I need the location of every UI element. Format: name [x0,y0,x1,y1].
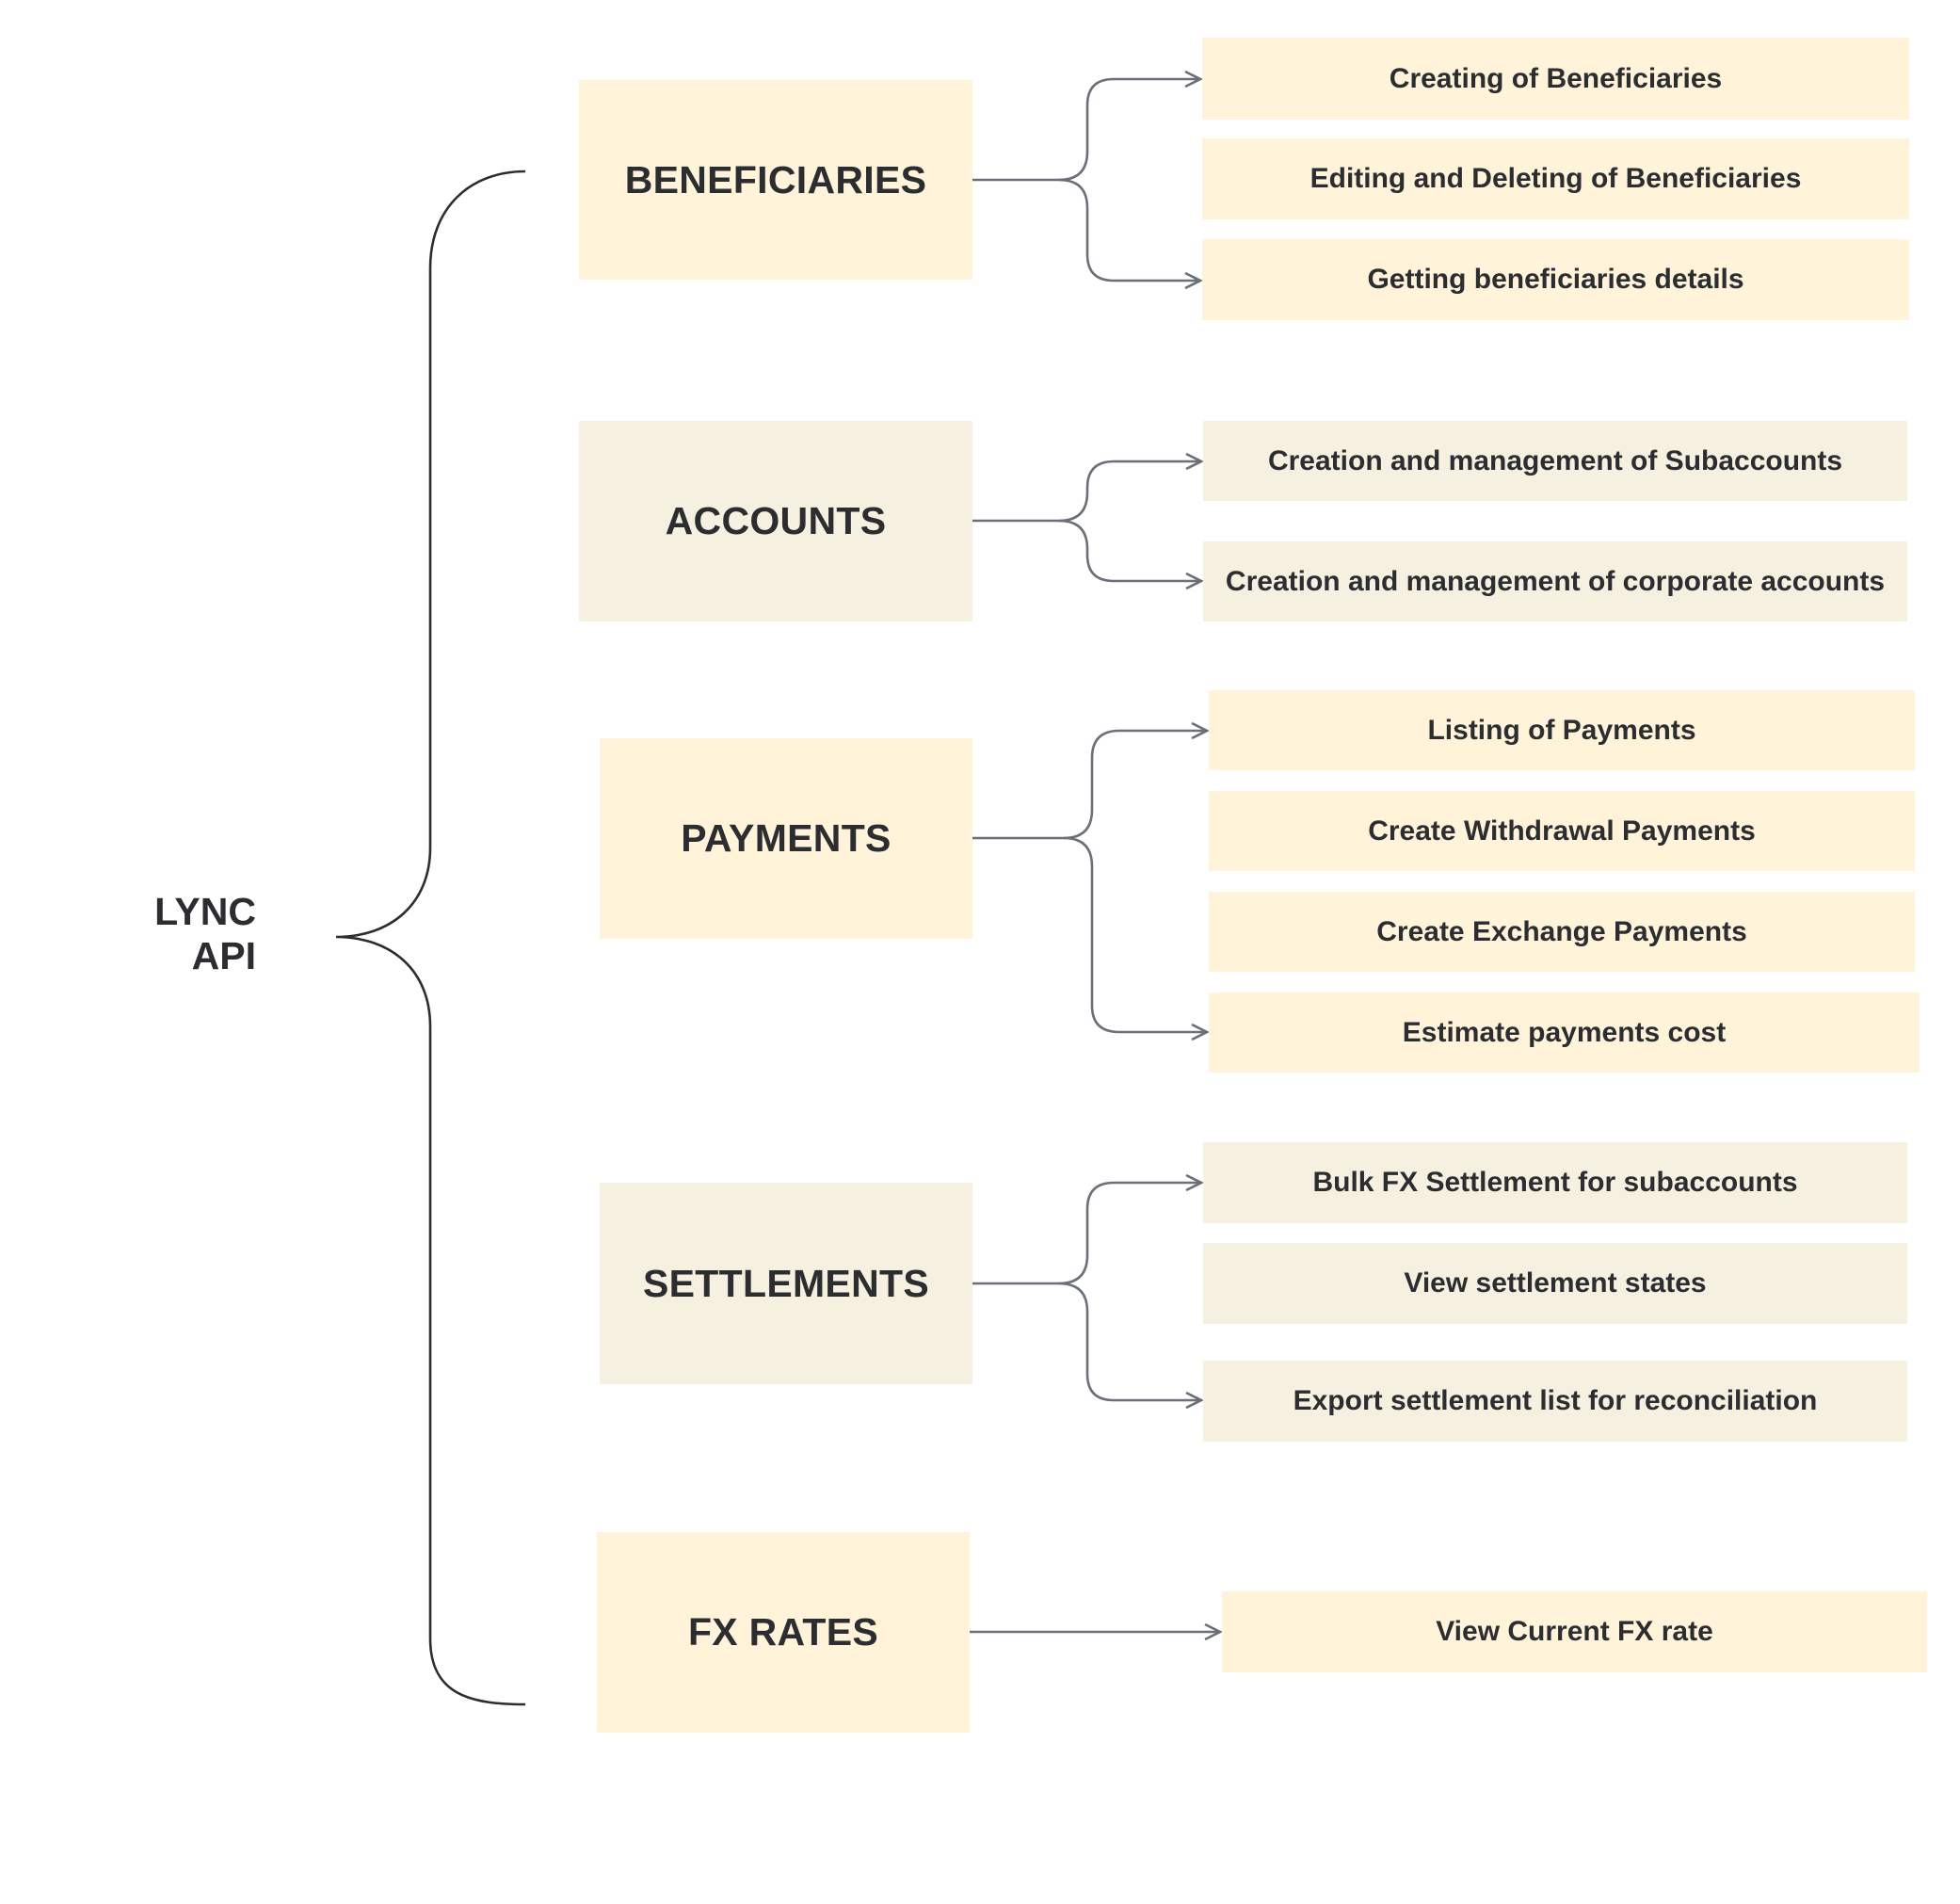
leaf-corporate-accounts-management: Creation and management of corporate acc… [1203,541,1907,621]
leaf-estimate-payments-cost: Estimate payments cost [1209,992,1920,1073]
root-node-label: LYNC API [122,890,256,978]
leaf-export-settlement-list: Export settlement list for reconciliatio… [1203,1361,1907,1442]
leaf-view-settlement-states: View settlement states [1203,1243,1907,1324]
leaf-subaccounts-management: Creation and management of Subaccounts [1203,421,1907,501]
root-brace [335,169,526,1706]
leaf-listing-payments: Listing of Payments [1209,690,1915,770]
category-node-beneficiaries: BENEFICIARIES [579,80,972,280]
leaf-create-exchange-payments: Create Exchange Payments [1209,892,1915,972]
category-node-payments: PAYMENTS [600,738,972,939]
connector-accounts-upper [972,461,1201,523]
root-label-line-2: API [191,934,256,977]
leaf-creating-beneficiaries: Creating of Beneficiaries [1202,38,1909,120]
category-node-settlements: SETTLEMENTS [600,1183,972,1384]
leaf-bulk-fx-settlement: Bulk FX Settlement for subaccounts [1203,1142,1907,1223]
leaf-create-withdrawal-payments: Create Withdrawal Payments [1209,791,1915,871]
connector-settlements-upper [972,1183,1201,1285]
leaf-getting-beneficiaries-details: Getting beneficiaries details [1202,239,1909,320]
connector-beneficiaries-lower [1058,178,1200,281]
category-node-fx-rates: FX RATES [597,1532,970,1733]
connector-payments-lower [1063,836,1207,1032]
leaf-view-current-fx-rate: View Current FX rate [1222,1591,1927,1672]
connector-accounts-lower [1058,519,1201,581]
connector-payments-upper [972,731,1207,840]
category-node-accounts: ACCOUNTS [579,421,972,621]
leaf-editing-deleting-beneficiaries: Editing and Deleting of Beneficiaries [1202,138,1909,219]
root-label-line-1: LYNC [154,890,256,933]
connector-beneficiaries-trunk [972,79,1200,182]
connector-settlements-lower [1058,1282,1201,1400]
